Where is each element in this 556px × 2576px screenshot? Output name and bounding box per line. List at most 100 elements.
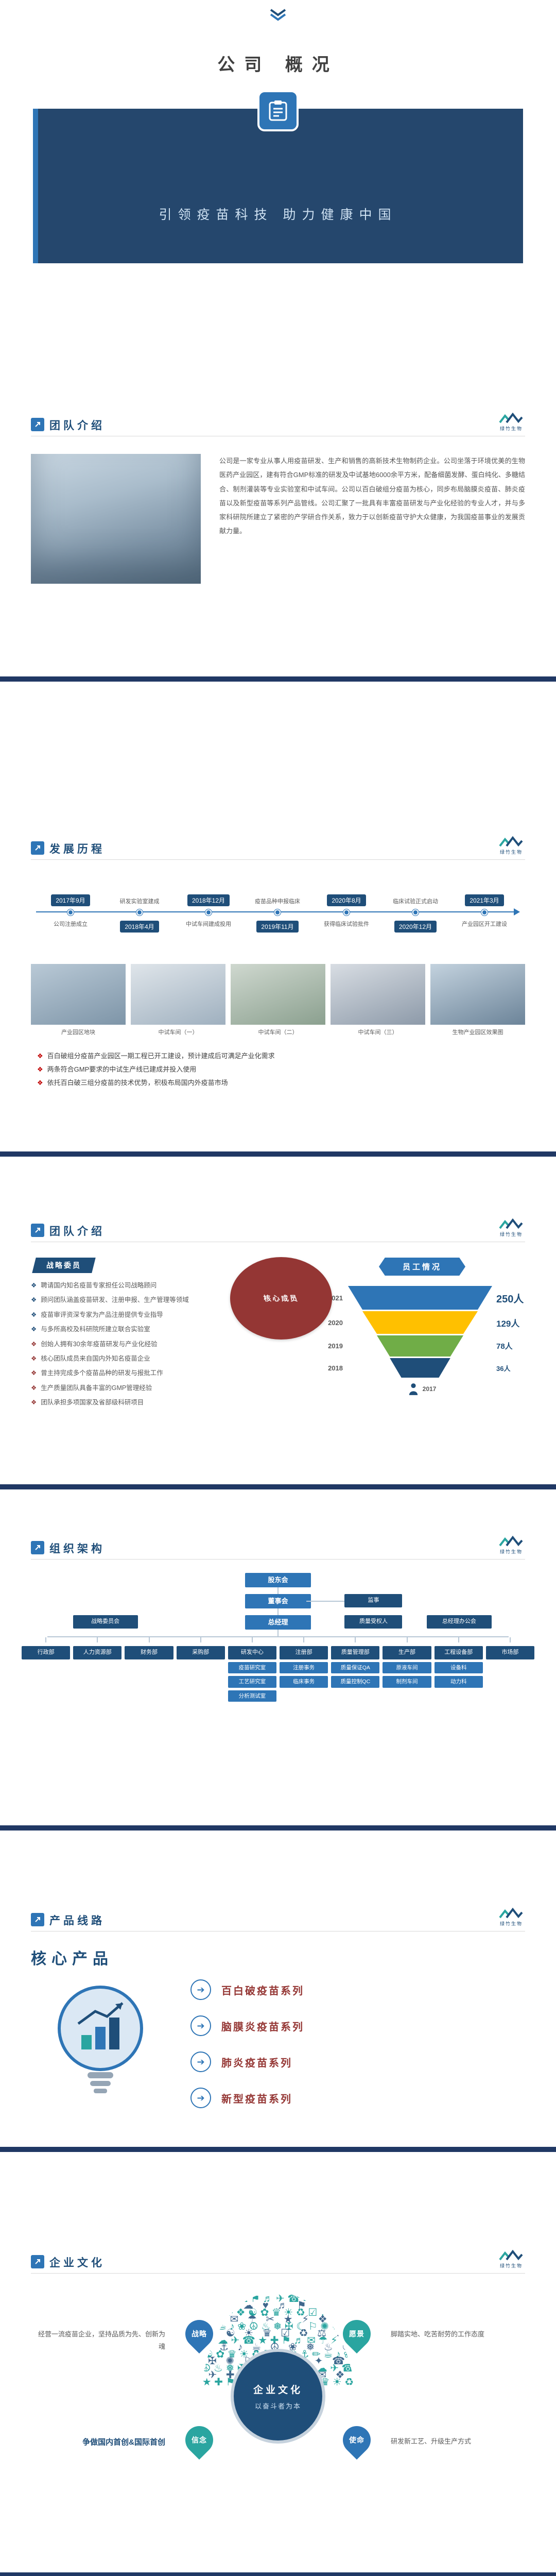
timeline-event: 疫苗品种申报临床 <box>255 899 300 905</box>
bullet-text: 团队承担多项国家及省部级科研项目 <box>41 1399 144 1406</box>
bullet-line: ❖聘请国内知名疫苗专家担任公司战略顾问 <box>31 1281 297 1291</box>
cover-slogan: 引领疫苗科技 助力健康中国 <box>159 208 397 222</box>
diamond-bullet-icon: ❖ <box>31 1369 37 1377</box>
core-products-heading: 核心产品 <box>31 1951 113 1968</box>
timeline: 2017年9月 公司注册成立 研发实验室建成 2018年4月 2018年12月 … <box>36 873 520 952</box>
bullet-line: ❖顾问团队涵盖疫苗研发、注册申报、生产管理等领域 <box>31 1295 297 1305</box>
timeline-event: 产业园区开工建设 <box>462 921 507 927</box>
org-dept-col: 行政部 <box>22 1637 71 1702</box>
history-photo-item: 产业园区地块 <box>31 964 126 1036</box>
history-photo <box>231 964 325 1025</box>
org-sub-dept: 注册事务 <box>280 1662 328 1674</box>
diamond-bullet-icon: ❖ <box>31 1399 37 1406</box>
org-dept: 财务部 <box>125 1646 173 1659</box>
org-box-gm: 总经理 <box>245 1615 311 1630</box>
company-logo: 绿竹生物 <box>497 1908 525 1926</box>
bullet-line: ❖生产质量团队具备丰富的GMP管理经验 <box>31 1383 297 1393</box>
slide-divider <box>0 1484 556 1490</box>
product-item: ➔ 肺炎疫苗系列 <box>190 2044 510 2080</box>
note-line: ❖百白破组分疫苗产业园区一期工程已开工建设，预计建成后可满足产业化需求 <box>37 1049 519 1063</box>
slide-history: 发展历程 绿竹生物 2017年9月 公司注册成立 研发实验室建成 2018年4月 <box>0 836 556 1157</box>
connector-line <box>47 1636 509 1638</box>
timeline-dot <box>136 909 143 916</box>
org-sub-dept: 工艺研究室 <box>228 1676 277 1688</box>
product-item: ➔ 新型疫苗系列 <box>190 2080 510 2116</box>
section-header: 产品线路 绿竹生物 <box>31 1908 525 1932</box>
diamond-bullet-icon: ❖ <box>31 1384 37 1392</box>
org-dept-col: 工程设备部 设备科 动力科 <box>434 1637 483 1702</box>
section-title: 组织架构 <box>49 1543 105 1555</box>
section-title: 产品线路 <box>49 1915 105 1927</box>
culture-belief-text: 争做国内首创&国际首创 <box>82 2438 165 2447</box>
diamond-bullet-icon: ❖ <box>31 1354 37 1362</box>
core-members-header: 核心成员 <box>230 1257 332 1340</box>
team-detail-content: 战略委员 ❖聘请国内知名疫苗专家担任公司战略顾问 ❖顾问团队涵盖疫苗研发、注册申… <box>31 1257 525 1412</box>
section-header: 团队介绍 绿竹生物 <box>31 1218 525 1242</box>
slide-divider <box>0 1151 556 1157</box>
slide-products: 产品线路 绿竹生物 核心产品 <box>0 1908 556 2153</box>
timeline-dot <box>274 909 281 916</box>
product-label: 百白破疫苗系列 <box>221 1985 304 1997</box>
page-title: 公司 概况 <box>217 55 339 75</box>
funnel-band <box>348 1286 492 1310</box>
company-logo: 绿竹生物 <box>497 836 525 855</box>
logo-mark-icon <box>499 1218 523 1229</box>
staff-chart-title: 员工情况 <box>379 1258 465 1276</box>
section-title: 团队介绍 <box>49 420 105 432</box>
bullet-text: 与多所高校及科研院所建立联合实验室 <box>41 1326 150 1333</box>
lightbulb-icon <box>58 1986 143 2094</box>
timeline-node: 临床试验正式启动 2020年12月 <box>381 873 450 952</box>
timeline-arrow-icon <box>514 908 520 916</box>
bullet-line: ❖ 核心团队成员来自国内外知名疫苗企业 <box>31 1354 297 1364</box>
company-logo: 绿竹生物 <box>497 412 525 431</box>
history-photo <box>430 964 525 1025</box>
note-line: ❖两条符合GMP要求的中试生产线已建成并投入使用 <box>37 1063 519 1076</box>
funnel-value: 250人 <box>496 1293 524 1305</box>
history-notes: ❖百白破组分疫苗产业园区一期工程已开工建设，预计建成后可满足产业化需求 ❖两条符… <box>37 1049 519 1090</box>
org-dept: 市场部 <box>485 1646 535 1659</box>
timeline-dot <box>343 909 350 916</box>
bullet-text: 创始人拥有30余年疫苗研发与产业化经验 <box>41 1340 158 1348</box>
spacer <box>0 263 556 413</box>
arrow-circle-icon: ➔ <box>190 1979 211 2001</box>
photo-caption: 生物产业园区效果图 <box>452 1029 503 1036</box>
org-dept-col: 市场部 <box>485 1637 535 1702</box>
logo-text: 绿竹生物 <box>499 2263 523 2269</box>
bullet-text: 核心团队成员来自国内外知名疫苗企业 <box>41 1354 150 1362</box>
org-row-1: 股东会 <box>22 1573 534 1587</box>
org-row-3: 战略委员会 总经理 质量受权人 总经理办公会 <box>22 1615 534 1630</box>
history-photos: 产业园区地块 中试车间（一） 中试车间（二） 中试车间（三） 生物产业园区效果图 <box>31 964 525 1036</box>
cover-section: 公司 概况 引领疫苗科技 助力健康中国 <box>0 0 556 413</box>
org-dept-col: 质量管理部 质量保证QA 质量控制QC <box>331 1637 380 1702</box>
org-sub-dept: 设备科 <box>434 1662 483 1674</box>
bullet-line: ❖疫苗审评资深专家为产品注册提供专业指导 <box>31 1310 297 1320</box>
timeline-date: 2020年12月 <box>381 921 450 933</box>
logo-text: 绿竹生物 <box>499 850 523 855</box>
diamond-bullet-icon: ❖ <box>31 1282 37 1289</box>
culture-diagram: ⚙ ✦ ♥ ☁ ⚑ ♬ ✈ ☎ ✉ ⌚ ✂ ☂ ⚡ ★ ✚ ❖ ☯ ✿ ♛ ☀ … <box>31 2288 525 2511</box>
bullet-line: ❖ 团队承担多项国家及省部级科研项目 <box>31 1398 297 1408</box>
logo-mark-icon <box>499 1536 523 1547</box>
slide-divider <box>0 1825 556 1831</box>
org-dept: 人力资源部 <box>73 1646 122 1659</box>
timeline-dot <box>67 909 74 916</box>
funnel-base-year: 2017 <box>422 1385 437 1393</box>
note-text: 两条符合GMP要求的中试生产线已建成并投入使用 <box>47 1065 197 1073</box>
funnel-band <box>362 1311 478 1334</box>
funnel-value: 129人 <box>496 1318 520 1329</box>
org-box-supervisor: 监事 <box>344 1594 403 1607</box>
logo-mark-icon <box>499 412 523 423</box>
section-icon <box>31 1541 44 1555</box>
product-label: 肺炎疫苗系列 <box>221 2057 292 2069</box>
history-photo-item: 中试车间（二） <box>231 964 325 1036</box>
org-sub-dept: 临床事务 <box>280 1676 328 1688</box>
org-dept-col: 生产部 原液车间 制剂车间 <box>383 1637 431 1702</box>
bullet-line: ❖曾主持完成多个疫苗品种的研发与报批工作 <box>31 1368 297 1378</box>
logo-mark-icon <box>499 1908 523 1919</box>
logo-text: 绿竹生物 <box>499 1549 523 1555</box>
company-intro-paragraph: 公司是一家专业从事人用疫苗研发、生产和销售的高新技术生物制药企业。公司坐落于环境… <box>219 457 525 535</box>
org-dept-col: 财务部 <box>125 1637 173 1702</box>
org-row-2: 董事会 监事 <box>22 1594 534 1608</box>
timeline-node: 2021年3月 产业园区开工建设 <box>450 873 519 952</box>
